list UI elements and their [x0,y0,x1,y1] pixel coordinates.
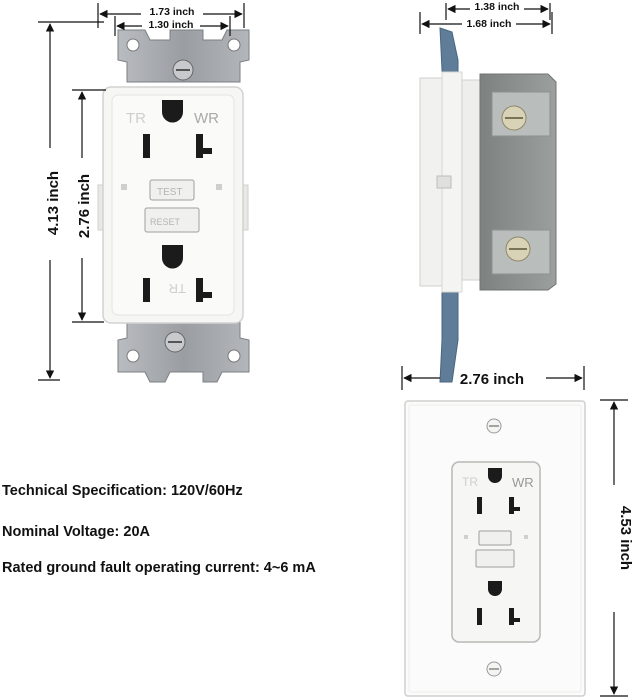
spec-nominal-voltage: Nominal Voltage: 20A [2,524,150,540]
side-depth-small-label: 1.38 inch [475,1,520,13]
svg-text:RESET: RESET [150,217,181,227]
plate-width-dimension: 2.76 inch [401,366,585,390]
front-total-height-label: 4.13 inch [45,171,62,235]
front-inner-width-label: 1.30 inch [149,19,194,31]
side-view-outlet [419,27,557,383]
front-tr-label-top: TR [126,110,146,127]
plate-screw-top [486,418,502,434]
front-height-dimension-total: 4.13 inch [38,21,104,381]
svg-text:TEST: TEST [157,187,183,198]
front-test-button [149,179,195,201]
plate-height-label: 4.53 inch [617,506,634,570]
side-terminal-screw-top [501,105,527,131]
front-width-dimension-inner: 1.30 inch [114,16,231,36]
front-outer-width-label: 1.73 inch [150,6,195,18]
spec-ground-fault-current: Rated ground fault operating current: 4~… [2,560,316,576]
wall-plate-view: TR WR [404,400,586,697]
plate-width-label: 2.76 inch [460,371,524,388]
bottom-mounting-strap [117,317,250,383]
front-width-dimension-outer: 1.73 inch [97,3,245,28]
front-body-height-label: 2.76 inch [76,174,93,238]
svg-text:TR: TR [462,475,478,489]
plate-screw-bottom [486,661,502,677]
front-reset-button [144,207,200,233]
side-depth-large-label: 1.68 inch [467,18,512,30]
plate-height-dimension: 4.53 inch [600,399,634,697]
svg-text:WR: WR [512,475,534,490]
top-mounting-strap [117,29,250,83]
front-tr-label-bottom: TR [169,281,186,296]
front-height-dimension-body: 2.76 inch [72,89,106,323]
side-depth-dimension-small: 1.38 inch [445,1,551,20]
spec-technical: Technical Specification: 120V/60Hz [2,483,243,499]
side-terminal-screw-bottom [505,236,531,262]
side-depth-dimension-large: 1.68 inch [419,12,553,34]
front-view-outlet: TR WR TEST RESET TR [97,29,250,383]
front-wr-label-top: WR [194,110,219,127]
